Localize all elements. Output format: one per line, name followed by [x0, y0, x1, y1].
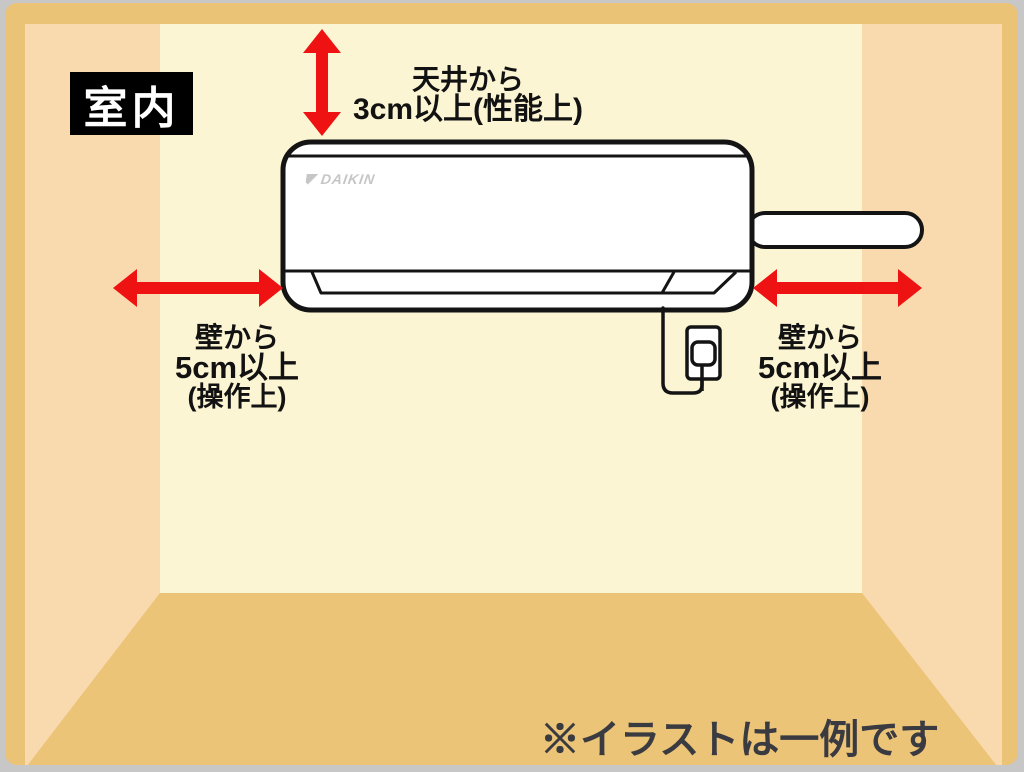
power-plug: [690, 340, 717, 367]
air-conditioner-unit: [280, 139, 755, 313]
floor: [27, 593, 997, 765]
ac-air-flap: [310, 270, 738, 295]
refrigerant-pipe: [746, 211, 924, 249]
room-scene: [5, 3, 1018, 765]
ceiling-clearance-arrow-icon: [303, 29, 341, 136]
right-side-wall: [862, 24, 1002, 765]
room-drawing: [25, 24, 1002, 765]
ac-body: [280, 139, 755, 313]
right-clearance-arrow-icon: [753, 269, 922, 307]
ac-vane-divider: [660, 271, 676, 294]
left-clearance-arrow-icon: [113, 269, 283, 307]
left-side-wall: [25, 24, 160, 765]
